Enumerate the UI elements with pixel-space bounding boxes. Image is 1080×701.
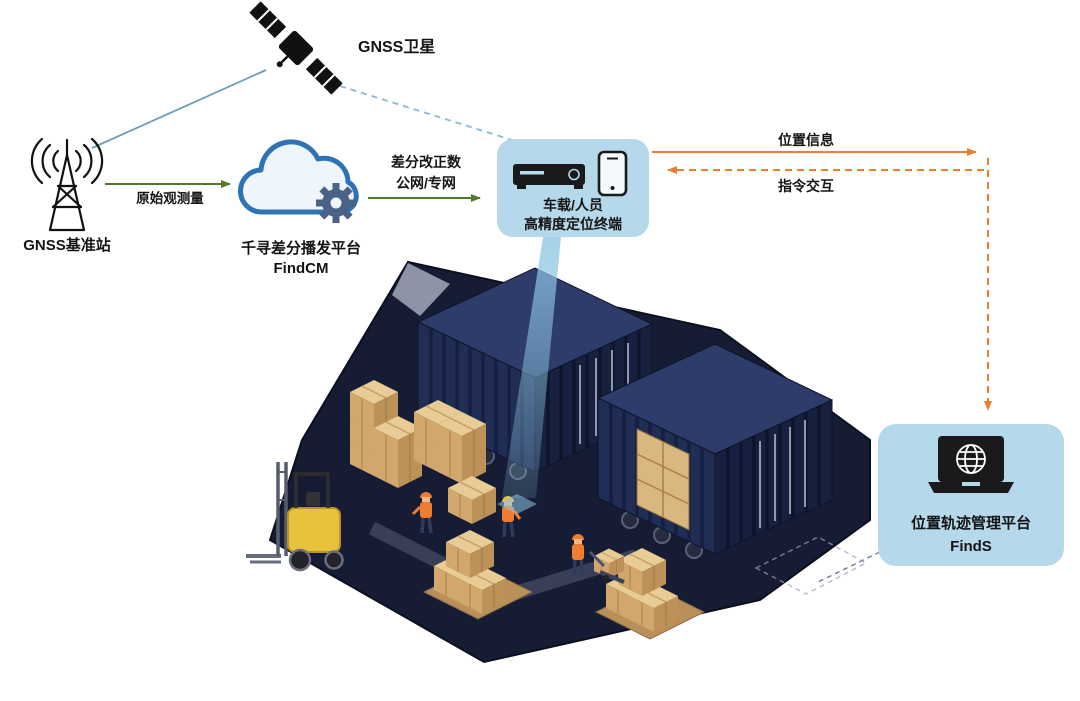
container-right [596,343,834,559]
terminal-panel: 车载/人员 高精度定位终端 [497,139,649,237]
correction-label-line1: 差分改正数 [391,154,462,170]
ramp-block [392,263,450,316]
warehouse-scene [246,237,871,664]
satellite-terminal-link [339,85,513,141]
marked-zone [754,536,868,595]
satellite-icon [249,1,343,95]
platform-panel: 位置轨迹管理平台 FindS [878,424,1064,566]
position-info-line [652,148,992,411]
position-info-label: 位置信息 [778,132,834,148]
smartphone-icon [597,150,628,197]
gear-icon [316,183,356,223]
base-station-icon [30,137,104,232]
globe-icon [956,444,986,474]
worker-with-pallet-jack [572,534,625,584]
command-label: 指令交互 [778,178,834,194]
worker-icon [411,492,433,534]
cloud-platform-icon [238,139,359,223]
terminal-label-line1: 车载/人员 [543,197,603,213]
positioning-beam [497,237,561,514]
cloud-platform-subtitle: FindCM [274,260,329,277]
cloud-platform-title: 千寻差分播发平台 [241,239,361,257]
forklift-icon [246,462,344,572]
beam-target-marker [497,494,537,514]
platform-scene-link [817,551,881,583]
satellite-label: GNSS卫星 [358,38,435,56]
pallet-center [422,529,534,620]
platform-subtitle: FindS [950,538,992,555]
terminal-label-line2: 高精度定位终端 [524,216,622,232]
base-station-label: GNSS基准站 [23,236,111,254]
receiver-icon [513,164,585,189]
laptop-icon [928,436,1014,493]
open-door-cargo [636,428,690,531]
platform-title: 位置轨迹管理平台 [911,514,1031,532]
correction-label-line2: 公网/专网 [396,175,456,191]
satellite-base-link [91,69,267,149]
raw-observation-label: 原始观测量 [136,190,204,206]
pallet-right [594,547,706,640]
